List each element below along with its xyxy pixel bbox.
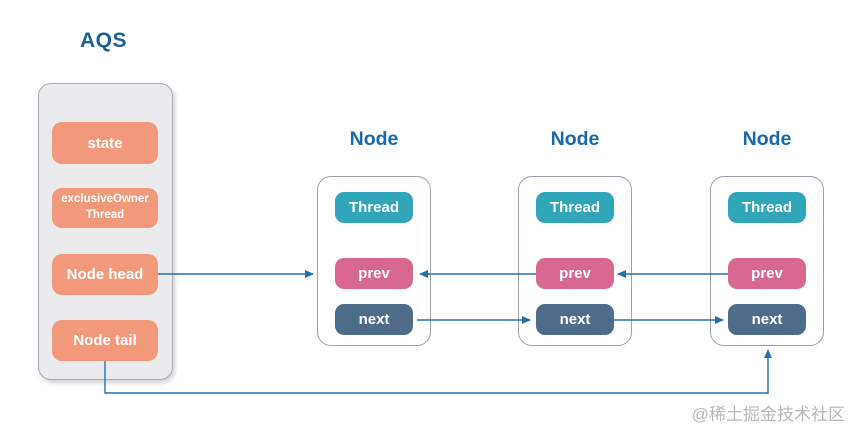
watermark: @稀土掘金技术社区 (691, 405, 845, 424)
aqs-title: AQS (80, 29, 128, 52)
node-1-container: Thread prev next (317, 176, 431, 346)
node-1-prev: prev (335, 258, 413, 289)
node-2-container: Thread prev next (518, 176, 632, 346)
node-1-next: next (335, 304, 413, 335)
node-2-prev: prev (536, 258, 614, 289)
node-1-title: Node (349, 128, 399, 150)
aqs-field-node-tail: Node tail (52, 320, 158, 361)
node-3-next: next (728, 304, 806, 335)
aqs-field-state: state (52, 122, 158, 164)
aqs-field-exclusive-owner-thread: exclusiveOwner Thread (52, 188, 158, 228)
node-3-thread: Thread (728, 192, 806, 223)
node-2-thread: Thread (536, 192, 614, 223)
node-3-prev: prev (728, 258, 806, 289)
node-2-title: Node (550, 128, 600, 150)
node-3-title: Node (742, 128, 792, 150)
node-2-next: next (536, 304, 614, 335)
node-3-container: Thread prev next (710, 176, 824, 346)
node-1-thread: Thread (335, 192, 413, 223)
aqs-field-node-head: Node head (52, 254, 158, 295)
arrow-tail-to-node3 (104, 349, 772, 394)
